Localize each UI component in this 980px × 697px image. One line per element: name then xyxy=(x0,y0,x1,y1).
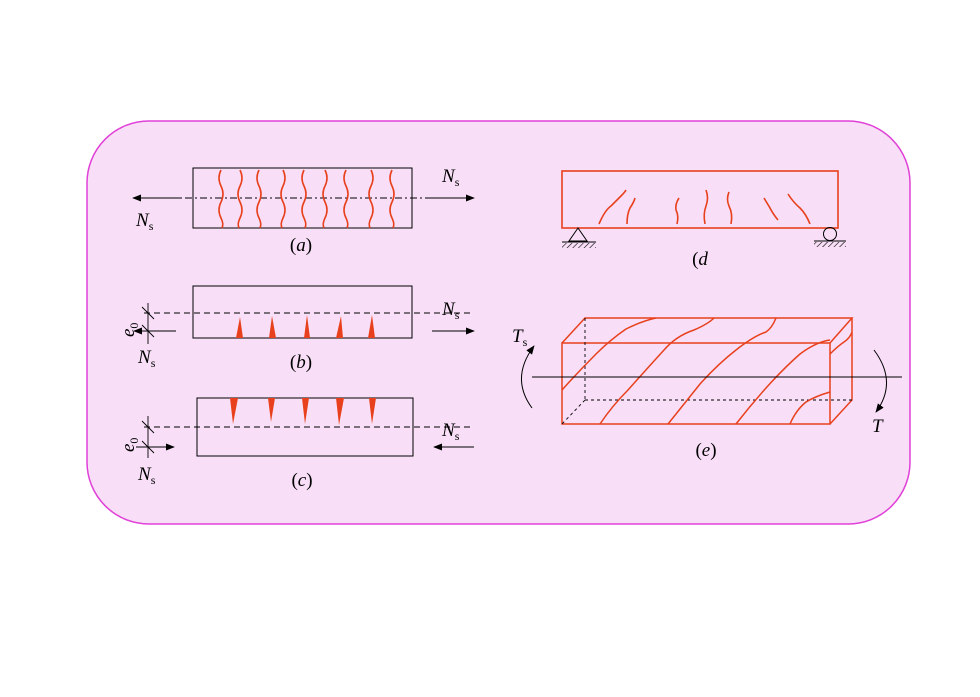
cracks-d xyxy=(598,189,811,225)
ecc-label-b: e0 xyxy=(118,323,141,337)
diagram-panel xyxy=(86,120,911,525)
caption-b: (b) xyxy=(290,352,312,373)
crack-c-5 xyxy=(369,398,376,424)
crack-d-1 xyxy=(598,189,627,225)
crack-c-2 xyxy=(268,398,275,422)
crack-e-4 xyxy=(735,339,831,425)
roller-support-icon xyxy=(814,227,846,247)
subfigure-e: Ts T (e) xyxy=(512,317,902,461)
crack-b-5 xyxy=(368,315,375,338)
caption-d: (d xyxy=(692,249,708,270)
crack-d-4 xyxy=(703,189,709,225)
crack-a-4 xyxy=(280,169,286,229)
cracks-a xyxy=(218,169,395,229)
pin-support-icon xyxy=(562,227,596,248)
force-label-b-left: Ns xyxy=(137,347,156,370)
subfigure-b: e0 Ns Ns (b) xyxy=(118,285,475,373)
cracks-c xyxy=(230,398,376,425)
cracks-e xyxy=(561,317,853,425)
crack-a-2 xyxy=(237,169,243,229)
ecc-tick-b-1 xyxy=(141,306,155,320)
ecc-tick-c-2 xyxy=(141,440,155,454)
cracks-b xyxy=(236,315,375,338)
crack-a-3 xyxy=(256,169,262,229)
crack-c-3 xyxy=(302,398,309,424)
crack-e-6 xyxy=(829,331,853,355)
crack-a-1 xyxy=(218,169,224,229)
torque-label-left: Ts xyxy=(512,326,528,349)
pin-triangle xyxy=(568,227,588,242)
torque-arrow-right xyxy=(873,349,887,413)
force-label-a-left: Ns xyxy=(135,210,154,233)
subfigure-a: Ns Ns (a) xyxy=(132,166,475,256)
subfigure-d: (d xyxy=(561,170,846,270)
torque-label-right: T xyxy=(872,416,884,437)
prism-top xyxy=(561,317,854,344)
crack-c-4 xyxy=(336,398,344,425)
force-label-b-right: Ns xyxy=(441,299,460,322)
member-b xyxy=(192,285,413,339)
roller-hatch xyxy=(814,242,846,247)
crack-b-2 xyxy=(269,316,276,338)
crack-d-2 xyxy=(626,197,636,225)
crack-e-1 xyxy=(561,317,657,391)
caption-c: (c) xyxy=(291,470,312,491)
crack-d-6 xyxy=(763,197,779,221)
ecc-tick-c-1 xyxy=(141,420,155,434)
crack-e-3 xyxy=(667,317,777,425)
subfigure-c: e0 Ns Ns (c) xyxy=(118,397,474,491)
ecc-label-c: e0 xyxy=(118,438,141,452)
beam-d xyxy=(561,170,839,229)
crack-b-3 xyxy=(304,315,310,338)
torque-arrow-left xyxy=(521,345,535,409)
crack-b-4 xyxy=(336,316,343,338)
hidden-edges-e xyxy=(561,318,852,425)
force-label-c-right: Ns xyxy=(441,420,460,443)
crack-c-1 xyxy=(230,398,238,424)
caption-a: (a) xyxy=(290,235,312,256)
crack-a-7 xyxy=(343,169,349,229)
caption-e: (e) xyxy=(695,440,716,461)
crack-a-8 xyxy=(368,169,374,229)
crack-d-3 xyxy=(675,197,680,225)
force-label-a-right: Ns xyxy=(441,166,460,189)
crack-a-9 xyxy=(389,169,395,229)
crack-e-5 xyxy=(789,391,831,425)
crack-a-5 xyxy=(301,169,307,229)
ecc-tick-b-2 xyxy=(141,324,155,338)
crack-e-2 xyxy=(599,317,715,425)
crack-d-7 xyxy=(787,193,811,225)
crack-b-1 xyxy=(236,317,243,338)
crack-d-5 xyxy=(726,191,733,225)
force-label-c-left: Ns xyxy=(137,464,156,487)
pin-hatch xyxy=(562,243,596,248)
crack-a-6 xyxy=(322,169,328,229)
